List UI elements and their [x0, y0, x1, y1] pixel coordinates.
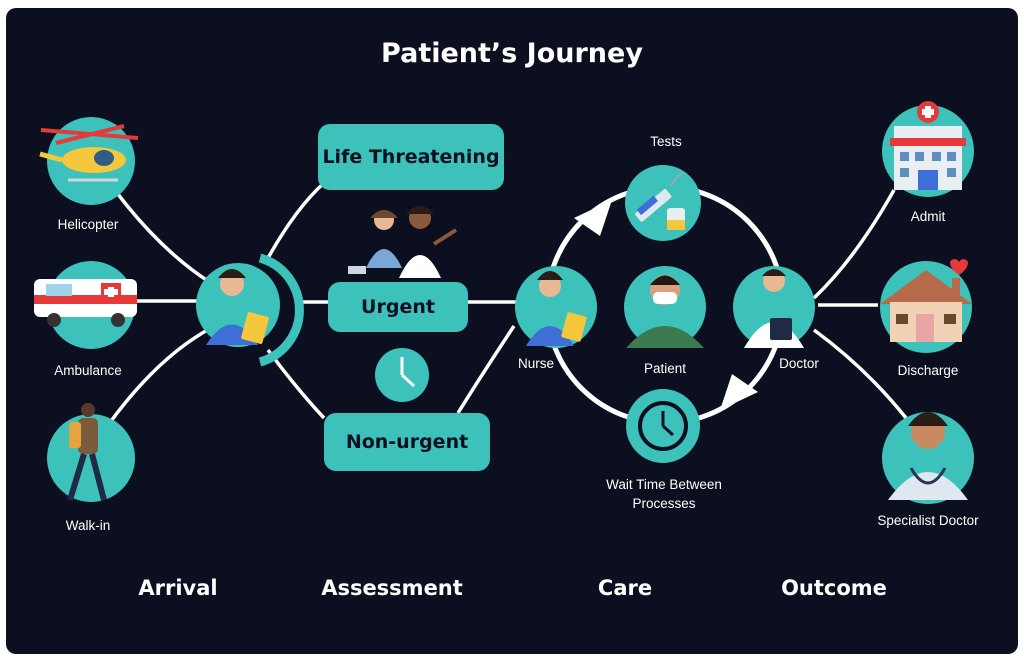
line-nonurgent-nurse [456, 325, 516, 414]
wait-time-clock-icon [626, 389, 700, 463]
cycle-arrow-bottom [720, 374, 758, 410]
patient-label: Patient [643, 361, 687, 376]
triage-nurse-icon [196, 253, 304, 367]
specialist-doctor-icon [882, 412, 974, 504]
syringe-vaccine-icon [625, 165, 701, 241]
line-doctor-specialist [812, 328, 908, 420]
patient-icon [624, 266, 706, 348]
discharge-label: Discharge [897, 363, 959, 378]
ambulance-label: Ambulance [54, 363, 122, 378]
helicopter-icon [39, 117, 139, 205]
admit-label: Admit [910, 209, 946, 224]
line-doctor-admit [812, 189, 896, 300]
life-threatening-label: Life Threatening [322, 146, 500, 168]
line-triage-life [266, 181, 326, 259]
line-triage-nonurgent [266, 348, 326, 420]
doctor-label: Doctor [779, 356, 819, 371]
tests-label: Tests [650, 134, 682, 149]
life-threatening-box: Life Threatening [318, 124, 504, 190]
non-urgent-label: Non-urgent [345, 431, 469, 453]
urgent-box: Urgent [328, 282, 468, 332]
doctor-icon [733, 266, 815, 348]
stage-care: Care [597, 576, 653, 600]
house-icon [880, 259, 972, 353]
specialist-doctor-label: Specialist Doctor [877, 513, 979, 528]
stage-outcome: Outcome [781, 576, 887, 600]
stage-assessment: Assessment [321, 576, 463, 600]
diagram-art [34, 101, 974, 504]
nurse-icon [515, 266, 597, 348]
doctors-illustration [348, 206, 458, 278]
cycle-arrow-top [574, 200, 612, 236]
urgent-label: Urgent [361, 296, 435, 318]
ambulance-icon [34, 261, 137, 349]
walk-in-label: Walk-in [65, 518, 111, 533]
diagram-frame: Patient’s Journey Life Threatening Urgen… [6, 8, 1018, 654]
helicopter-label: Helicopter [57, 217, 119, 232]
nurse-label: Nurse [517, 356, 554, 371]
walk-in-person-icon [47, 403, 135, 502]
hospital-icon [882, 101, 974, 197]
stage-arrival: Arrival [138, 576, 218, 600]
line-walkin-triage [104, 326, 212, 430]
clock-icon [375, 348, 429, 402]
page-title: Patient’s Journey [381, 38, 643, 69]
wait-time-label: Wait Time Between Processes [606, 477, 722, 511]
non-urgent-box: Non-urgent [324, 413, 490, 471]
